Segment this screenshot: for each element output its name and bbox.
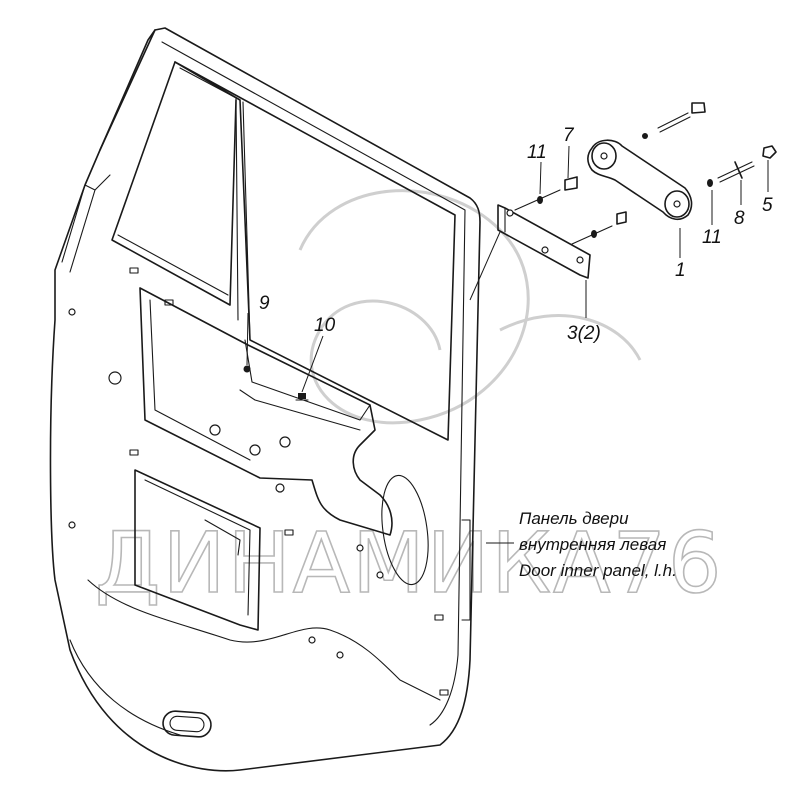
- watermark-text: ДИНАМИКА76: [95, 514, 723, 612]
- handle-assembly: [497, 102, 777, 279]
- callout-1: 1: [675, 260, 686, 281]
- callout-8: 8: [734, 208, 745, 229]
- caption-line-1: Панель двери: [519, 509, 629, 528]
- fastener-10: [295, 393, 309, 401]
- callout-11-left: 11: [527, 142, 547, 163]
- caption-line-2: внутренняя левая: [519, 535, 666, 554]
- callout-5: 5: [762, 195, 773, 216]
- leader-lines: [246, 145, 769, 544]
- callouts: 9 10 11 7 1 11 8 5 3(2): [259, 125, 773, 344]
- watermark: ДИНАМИКА76: [94, 189, 723, 613]
- caption-line-3: Door inner panel, l.h.: [519, 561, 677, 580]
- callout-9: 9: [259, 293, 270, 314]
- panel-caption: Панель двери внутренняя левая Door inner…: [519, 509, 677, 580]
- callout-7: 7: [563, 125, 575, 146]
- door-inner-panel: [49, 27, 481, 772]
- fastener-9: [243, 365, 251, 373]
- callout-3: 3(2): [567, 323, 601, 344]
- callout-10: 10: [314, 315, 336, 336]
- callout-11-right: 11: [702, 227, 722, 248]
